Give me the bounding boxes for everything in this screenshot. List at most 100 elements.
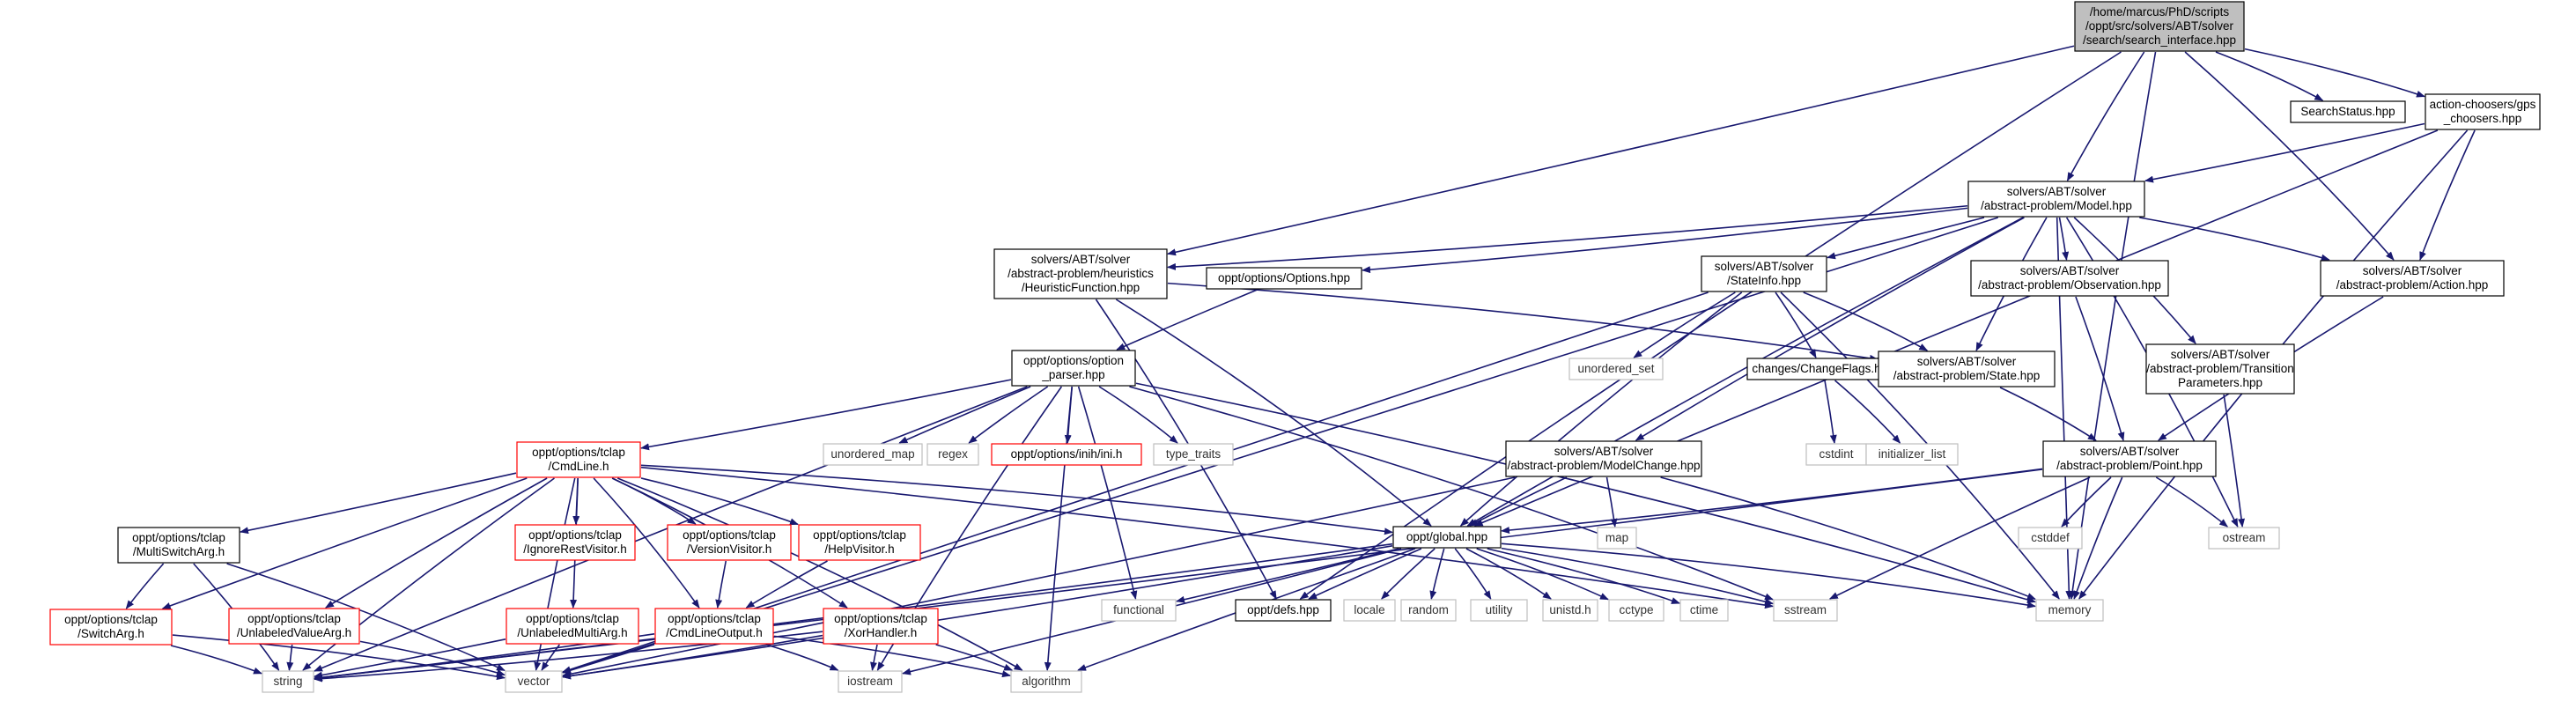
edge-modelchange-to-vector: [562, 476, 1516, 678]
node-defs[interactable]: oppt/defs.hpp: [1235, 599, 1332, 622]
node-map[interactable]: map: [1597, 527, 1637, 550]
edge-modelchange-to-map: [1605, 476, 1618, 528]
node-unlabeledvalue[interactable]: oppt/options/tclap/UnlabeledValueArg.h: [228, 608, 360, 645]
node-label: /abstract-problem/Model.hpp: [1981, 199, 2132, 212]
node-cstddef[interactable]: cstddef: [2018, 527, 2083, 550]
node-cstdint[interactable]: cstdint: [1805, 443, 1867, 466]
edge-model-to-observation: [2058, 217, 2070, 261]
edge-point-to-cstddef: [2061, 476, 2112, 528]
edge-root-to-defs: [1299, 51, 2122, 600]
node-box: [2208, 527, 2280, 550]
node-label: cctype: [1619, 603, 1653, 616]
node-multiswitch[interactable]: oppt/options/tclap/MultiSwitchArg.h: [117, 527, 240, 564]
node-cmdlineoutput[interactable]: oppt/options/tclap/CmdLineOutput.h: [654, 608, 774, 645]
node-ctime[interactable]: ctime: [1679, 599, 1729, 622]
edge-cmdline-to-global: [640, 464, 1393, 535]
node-iostream[interactable]: iostream: [838, 670, 903, 693]
node-functional[interactable]: functional: [1101, 599, 1177, 622]
node-regex[interactable]: regex: [926, 443, 979, 466]
node-point[interactable]: solvers/ABT/solver/abstract-problem/Poin…: [2042, 440, 2217, 477]
node-box: [1542, 599, 1598, 622]
edge-cmdline-to-vector: [534, 477, 576, 671]
node-xorhandler[interactable]: oppt/options/tclap/XorHandler.h: [823, 608, 939, 645]
node-switcharg[interactable]: oppt/options/tclap/SwitchArg.h: [49, 609, 173, 646]
edge-cmdline-to-sstream: [640, 466, 1774, 609]
node-heuristic[interactable]: solvers/ABT/solver/abstract-problem/heur…: [993, 248, 1168, 299]
node-action[interactable]: solvers/ABT/solver/abstract-problem/Acti…: [2320, 260, 2505, 297]
node-label: cstdint: [1819, 447, 1853, 461]
node-label: /XorHandler.h: [845, 626, 918, 639]
node-label: /UnlabeledMultiArg.h: [517, 626, 627, 639]
edge-global-to-memory: [1501, 542, 2036, 609]
node-label: solvers/ABT/solver: [2007, 185, 2107, 198]
node-label: initializer_list: [1878, 447, 1946, 461]
node-observation[interactable]: solvers/ABT/solver/abstract-problem/Obse…: [1970, 260, 2169, 297]
edge-modelchange-to-global: [1469, 476, 1568, 527]
edge-changeflags-to-initializer_list: [1834, 380, 1901, 444]
node-box: [1597, 527, 1637, 550]
node-label: solvers/ABT/solver: [2020, 264, 2120, 277]
node-options[interactable]: oppt/options/Options.hpp: [1206, 267, 1362, 290]
node-changeflags[interactable]: changes/ChangeFlags.hpp: [1746, 358, 1900, 380]
node-box: [798, 524, 921, 561]
node-versionvisitor[interactable]: oppt/options/tclap/VersionVisitor.h: [667, 524, 792, 561]
node-label: unordered_set: [1577, 362, 1654, 375]
node-memory[interactable]: memory: [2035, 599, 2104, 622]
node-stateinfo[interactable]: solvers/ABT/solver/StateInfo.hpp: [1701, 255, 1827, 292]
edge-unlabeledvalue-to-vector: [359, 640, 506, 676]
edge-global-to-locale: [1381, 548, 1436, 600]
node-state[interactable]: solvers/ABT/solver/abstract-problem/Stat…: [1878, 350, 2056, 387]
node-initializer_list[interactable]: initializer_list: [1865, 443, 1959, 466]
edge-cmdline-to-string: [302, 477, 555, 671]
node-label: oppt/options/inih/ini.h: [1011, 447, 1123, 461]
node-unordered_set[interactable]: unordered_set: [1568, 358, 1664, 380]
edge-switcharg-to-vector: [172, 634, 506, 681]
node-sstream[interactable]: sstream: [1773, 599, 1838, 622]
node-label: /abstract-problem/Transition: [2146, 362, 2294, 375]
node-ini[interactable]: oppt/options/inih/ini.h: [991, 443, 1142, 466]
node-label: regex: [938, 447, 968, 461]
node-cctype[interactable]: cctype: [1608, 599, 1664, 622]
node-string[interactable]: string: [262, 670, 314, 693]
node-label: solvers/ABT/solver: [2171, 348, 2270, 361]
node-helpvisitor[interactable]: oppt/options/tclap/HelpVisitor.h: [798, 524, 921, 561]
node-label: solvers/ABT/solver: [1554, 445, 1654, 458]
node-box: [1679, 599, 1729, 622]
node-locale[interactable]: locale: [1343, 599, 1396, 622]
edge-stateinfo-to-unordered_set: [1633, 291, 1736, 358]
node-modelchange[interactable]: solvers/ABT/solver/abstract-problem/Mode…: [1505, 440, 1702, 477]
node-box: [667, 524, 792, 561]
edge-modelchange-to-memory: [1660, 476, 2036, 601]
node-label: /HeuristicFunction.hpp: [1022, 281, 1140, 294]
node-box: [1746, 358, 1900, 380]
node-root[interactable]: /home/marcus/PhD/scripts/oppt/src/solver…: [2074, 1, 2245, 52]
node-option_parser[interactable]: oppt/options/option_parser.hpp: [1011, 350, 1136, 387]
edge-option_parser-to-algorithm: [1044, 386, 1073, 671]
node-box: [1235, 599, 1332, 622]
node-ostream[interactable]: ostream: [2208, 527, 2280, 550]
node-label: /home/marcus/PhD/scripts: [2090, 5, 2230, 18]
node-vector[interactable]: vector: [505, 670, 563, 693]
node-search_status[interactable]: SearchStatus.hpp: [2290, 100, 2406, 123]
node-label: unistd.h: [1549, 603, 1591, 616]
node-model[interactable]: solvers/ABT/solver/abstract-problem/Mode…: [1967, 181, 2145, 218]
node-cmdline[interactable]: oppt/options/tclap/CmdLine.h: [516, 441, 641, 478]
node-label: oppt/options/tclap: [834, 612, 927, 625]
node-unordered_map[interactable]: unordered_map: [823, 443, 923, 466]
node-gps_choosers[interactable]: action-choosers/gps_choosers.hpp: [2425, 93, 2541, 130]
node-type_traits[interactable]: type_traits: [1153, 443, 1234, 466]
node-random[interactable]: random: [1400, 599, 1457, 622]
node-utility[interactable]: utility: [1470, 599, 1528, 622]
node-transition[interactable]: solvers/ABT/solver/abstract-problem/Tran…: [2145, 343, 2295, 395]
node-ignorerest[interactable]: oppt/options/tclap/IgnoreRestVisitor.h: [514, 524, 636, 561]
node-global[interactable]: oppt/global.hpp: [1392, 526, 1502, 549]
node-unistd[interactable]: unistd.h: [1542, 599, 1598, 622]
node-label: /CmdLine.h: [548, 460, 609, 473]
node-algorithm[interactable]: algorithm: [1010, 670, 1082, 693]
node-box: [1470, 599, 1528, 622]
node-unlabeledmulti[interactable]: oppt/options/tclap/UnlabeledMultiArg.h: [506, 608, 639, 645]
node-box: [117, 527, 240, 564]
node-label: algorithm: [1022, 675, 1071, 688]
node-label: oppt/options/tclap: [668, 612, 761, 625]
node-label: unordered_map: [830, 447, 914, 461]
